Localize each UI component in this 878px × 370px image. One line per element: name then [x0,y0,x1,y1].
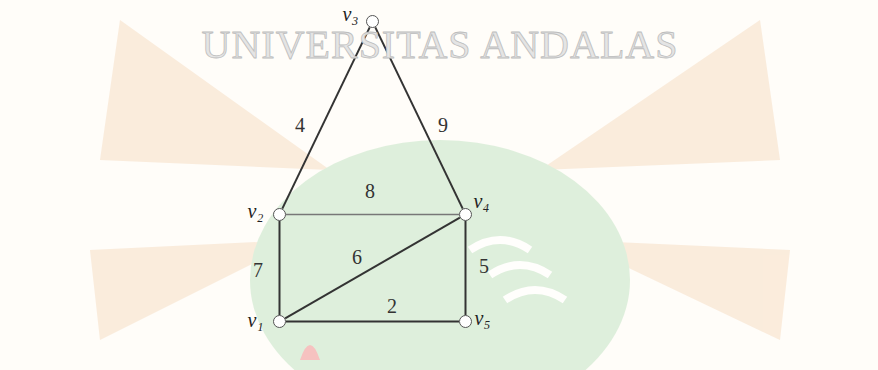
graph-vertex: v₅ [459,315,472,328]
graph-edge [279,221,281,315]
edge-weight: 9 [438,115,448,135]
vertex-label: v₅ [475,308,491,328]
logo-wave [470,240,565,300]
graph-vertex: v₄ [459,208,472,221]
edge-weight: 8 [365,181,375,201]
edge-weight: 2 [387,296,397,316]
graph-edge [285,218,460,319]
graph-edge [286,214,459,215]
logo-tree [250,140,630,370]
vertex-label: v₃ [343,4,359,24]
vertex-label: v₄ [474,191,490,211]
edge-weight: 7 [253,260,263,280]
vertex-label: v₂ [248,201,264,221]
watermark-text: UNIVERSITAS ANDALAS [202,25,679,65]
graph-vertex: v₁ [273,315,286,328]
graph-edge [286,321,459,323]
logo-flame [300,345,320,360]
edge-weight: 6 [352,247,362,267]
edge-weight: 5 [479,256,489,276]
graph-vertex: v₂ [273,208,286,221]
edge-weight: 4 [295,115,305,135]
vertex-label: v₁ [248,310,264,330]
graph-vertex: v₃ [366,15,379,28]
graph-edge [465,221,467,315]
